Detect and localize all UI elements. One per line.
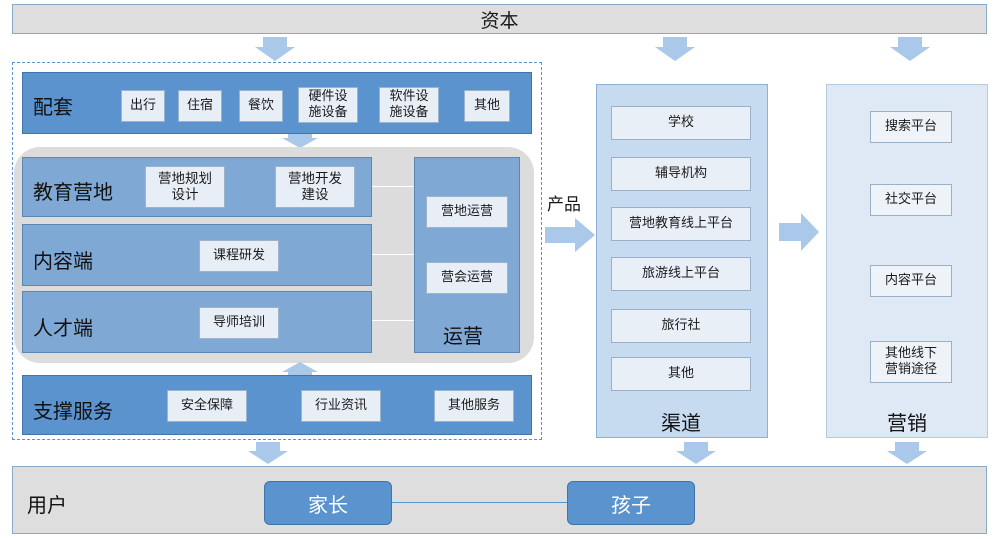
channels-panel: 学校 辅导机构 营地教育线上平台 旅游线上平台 旅行社 其他 渠道 — [596, 84, 768, 438]
channel-other: 其他 — [611, 357, 751, 391]
support-band: 支撑服务 安全保障 行业资讯 其他服务 — [22, 375, 532, 435]
industry-chain-container — [12, 62, 542, 440]
peitao-item-software: 软件设 施设备 — [379, 87, 439, 123]
marketing-panel: 搜索平台 社交平台 内容平台 其他线下 营销途径 营销 — [826, 84, 988, 438]
connector-talent-ops — [372, 320, 414, 321]
channel-travel-online: 旅游线上平台 — [611, 257, 751, 291]
peitao-item-travel: 出行 — [121, 90, 165, 122]
other-services: 其他服务 — [434, 390, 514, 422]
channel-camp-online: 营地教育线上平台 — [611, 207, 751, 241]
channels-label: 渠道 — [661, 411, 701, 435]
peitao-item-other: 其他 — [464, 90, 510, 122]
marketing-label: 营销 — [887, 411, 927, 435]
capital-label: 资本 — [480, 9, 519, 32]
talent-label: 人才端 — [33, 316, 93, 340]
users-connector-line — [391, 502, 567, 503]
arrow-channels-to-marketing — [779, 213, 819, 251]
edu-camp-label: 教育营地 — [33, 180, 113, 204]
product-label: 产品 — [547, 195, 581, 215]
talent-band: 人才端 导师培训 — [22, 291, 372, 353]
marketing-content: 内容平台 — [870, 265, 952, 297]
arrow-capital-to-core — [255, 37, 295, 61]
support-label: 支撑服务 — [33, 399, 113, 423]
mentor-training: 导师培训 — [199, 307, 279, 339]
industry-news: 行业资讯 — [301, 390, 381, 422]
user-parents: 家长 — [264, 481, 392, 525]
edu-camp-band: 教育营地 营地规划 设计 营地开发 建设 — [22, 157, 372, 217]
operations-label: 运营 — [443, 324, 483, 348]
users-label: 用户 — [27, 493, 67, 517]
users-bar: 用户 家长 孩子 — [12, 466, 987, 534]
safety-assurance: 安全保障 — [167, 390, 247, 422]
marketing-social: 社交平台 — [870, 184, 952, 216]
peitao-item-dining: 餐饮 — [239, 90, 283, 122]
capital-bar: 资本 — [12, 4, 987, 34]
arrow-channels-to-users — [676, 442, 716, 464]
peitao-band: 配套 出行 住宿 餐饮 硬件设 施设备 软件设 施设备 其他 — [22, 72, 532, 134]
connector-content-ops — [372, 254, 414, 255]
content-band: 内容端 课程研发 — [22, 224, 372, 286]
peitao-item-lodging: 住宿 — [178, 90, 222, 122]
marketing-search: 搜索平台 — [870, 111, 952, 143]
peitao-item-hardware: 硬件设 施设备 — [298, 87, 358, 123]
arrow-support-to-core — [282, 362, 318, 376]
arrow-core-to-users — [248, 442, 288, 464]
channel-tutoring: 辅导机构 — [611, 157, 751, 191]
channel-travel-agency: 旅行社 — [611, 309, 751, 343]
operations-column: 营地运营 营会运营 运营 — [414, 157, 520, 353]
camp-planning-design: 营地规划 设计 — [145, 166, 225, 208]
connector-edu-ops — [372, 186, 414, 187]
camp-session-operations: 营会运营 — [426, 262, 508, 294]
arrow-capital-to-channels — [655, 37, 695, 61]
user-children: 孩子 — [567, 481, 695, 525]
peitao-label: 配套 — [33, 95, 73, 119]
arrow-marketing-to-users — [887, 442, 927, 464]
course-development: 课程研发 — [199, 240, 279, 272]
camp-development-build: 营地开发 建设 — [275, 166, 355, 208]
marketing-offline: 其他线下 营销途径 — [870, 341, 952, 383]
arrow-core-to-channels — [545, 218, 595, 252]
channel-school: 学校 — [611, 106, 751, 140]
content-label: 内容端 — [33, 249, 93, 273]
camp-operations: 营地运营 — [426, 196, 508, 228]
arrow-capital-to-marketing — [890, 37, 930, 61]
arrow-peitao-to-core — [282, 134, 318, 148]
